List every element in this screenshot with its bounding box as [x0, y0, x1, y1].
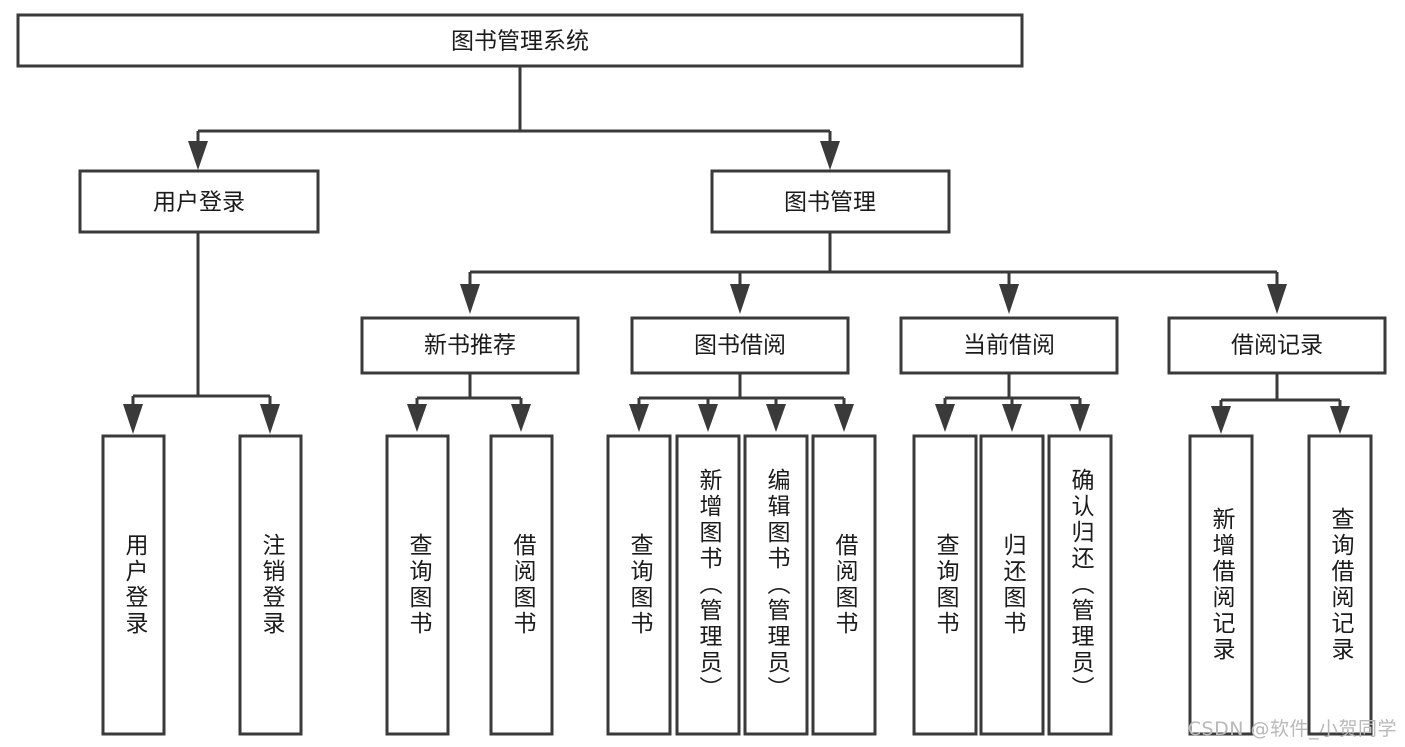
- node-root-system[interactable]: 图书管理系统: [16, 13, 1024, 68]
- leaf-box-ul-2[interactable]: [238, 434, 303, 736]
- arrow-head-leaf-cb-1: [935, 404, 955, 432]
- leaf-box-br-1[interactable]: [1188, 434, 1254, 736]
- arrow-head-to-book-borrow: [730, 284, 750, 314]
- node-book-borrow-box[interactable]: [630, 316, 850, 375]
- leaf-box-ul-1[interactable]: [101, 434, 166, 736]
- connector-group-book-borrow-leaves: [629, 374, 854, 432]
- node-book-manage-label: 图书管理: [784, 190, 876, 216]
- leaf-box-cb-2[interactable]: [979, 434, 1045, 736]
- node-borrow-record[interactable]: 借阅记录: [1167, 316, 1387, 375]
- node-current-borrow-box[interactable]: [899, 316, 1119, 375]
- node-borrow-record-label: 借阅记录: [1231, 333, 1323, 359]
- arrow-head-leaf-bb-1: [629, 404, 649, 432]
- connector-group-book-manage-to-level3: [460, 233, 1287, 314]
- node-current-borrow[interactable]: 当前借阅: [899, 316, 1119, 375]
- connector-group-current-borrow-leaves: [935, 374, 1090, 432]
- node-book-manage[interactable]: 图书管理: [710, 169, 951, 234]
- arrow-head-leaf-bb-3: [766, 404, 786, 432]
- connector-group-user-login-leaves: [123, 233, 280, 434]
- node-new-book-recommend-label: 新书推荐: [424, 333, 516, 359]
- arrow-head-leaf-cb-3: [1070, 404, 1090, 432]
- leaf-box-bb-2[interactable]: [675, 434, 741, 736]
- leaf-box-nb-2[interactable]: [489, 434, 554, 736]
- node-user-login-box[interactable]: [78, 169, 320, 234]
- arrow-head-leaf-bb-2: [698, 404, 718, 432]
- arrow-head-to-user-login: [188, 141, 208, 170]
- leaf-box-cb-3[interactable]: [1047, 434, 1113, 736]
- node-current-borrow-label: 当前借阅: [963, 333, 1055, 359]
- node-user-login[interactable]: 用户登录: [78, 169, 320, 234]
- arrow-head-leaf-br-1: [1211, 406, 1231, 434]
- leaf-box-br-2[interactable]: [1307, 434, 1373, 736]
- node-borrow-record-box[interactable]: [1167, 316, 1387, 375]
- arrow-head-to-current-borrow: [999, 284, 1019, 314]
- leaf-box-bb-3[interactable]: [743, 434, 809, 736]
- arrow-head-leaf-nb-1: [407, 404, 427, 432]
- node-book-borrow[interactable]: 图书借阅: [630, 316, 850, 375]
- arrow-head-leaf-ul-1: [123, 404, 143, 434]
- arrow-head-leaf-cb-2: [1002, 404, 1022, 432]
- node-new-book-recommend[interactable]: 新书推荐: [360, 316, 580, 375]
- arrow-head-to-book-manage: [820, 141, 840, 170]
- node-user-login-label: 用户登录: [153, 190, 245, 216]
- connector-group-new-book-leaves: [407, 374, 531, 432]
- node-root-label: 图书管理系统: [451, 29, 589, 55]
- arrow-head-leaf-br-2: [1330, 406, 1350, 434]
- connector-group-borrow-record-leaves: [1211, 374, 1350, 434]
- leaf-box-nb-1[interactable]: [385, 434, 450, 736]
- connector-group-root-to-level2: [188, 66, 840, 170]
- node-root-box[interactable]: [16, 13, 1024, 68]
- leaf-box-cb-1[interactable]: [912, 434, 978, 736]
- arrow-head-leaf-nb-2: [511, 404, 531, 432]
- node-new-book-recommend-box[interactable]: [360, 316, 580, 375]
- arrow-head-to-new-book: [460, 284, 480, 314]
- arrow-head-leaf-bb-4: [834, 404, 854, 432]
- node-book-borrow-label: 图书借阅: [694, 333, 786, 359]
- arrow-head-leaf-ul-2: [260, 404, 280, 434]
- node-book-manage-box[interactable]: [710, 169, 951, 234]
- leaf-box-bb-1[interactable]: [606, 434, 672, 736]
- leaf-box-bb-4[interactable]: [811, 434, 877, 736]
- arrow-head-to-borrow-record: [1267, 284, 1287, 314]
